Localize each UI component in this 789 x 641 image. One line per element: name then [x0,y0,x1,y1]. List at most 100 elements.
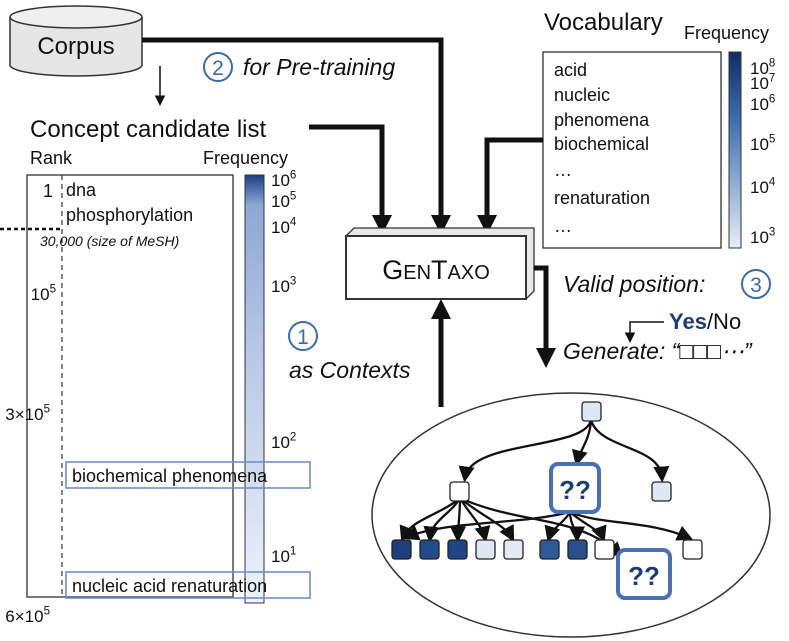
taxonomy-node [651,481,672,502]
candidate-frequency-tick-label: 101 [271,545,296,566]
corpus-node: Corpus [9,5,143,77]
yes-no-label: Yes/No [669,309,741,334]
highlight-term-biochemical-phenomena: biochemical phenomena [72,466,268,486]
vocabulary-tick-label: 104 [750,176,776,197]
generate-label: Generate: “□□□⋯” [563,338,753,364]
mesh-size-note: 30,000 (size of MeSH) [40,233,179,249]
step1-number: 1 [297,326,309,349]
vocabulary-item: acid [554,60,587,80]
taxonomy-node [475,539,496,560]
rank-ticks: 105 3×105 6×105 [5,283,56,626]
candidate-frequency-label: Frequency [203,148,288,168]
taxonomy-node [581,401,602,422]
step2-number: 2 [212,57,224,80]
rank-label: Rank [30,148,73,168]
step2-circle [203,52,233,82]
vocabulary-arrow [477,137,543,235]
candidate-list-title: Concept candidate list [30,116,266,143]
step2-text: for Pre-training [243,54,395,80]
first-rank-label: 1 [43,181,53,201]
candidate-list-panel: Concept candidate list Rank Frequency 1 … [0,116,311,626]
step3-number: 3 [750,274,762,297]
vocabulary-frequency-label: Frequency [684,23,769,43]
taxonomy-edge [449,497,467,543]
candidate-frequency-tick-label: 106 [271,169,296,190]
taxonomy-node [567,539,588,560]
vocabulary-panel: Vocabulary Frequency acid nucleic phenomen… [542,9,776,249]
candidate-frequency-tick-label: 103 [271,275,296,296]
candidate-frequency-tick-label: 102 [271,431,296,452]
step1-text: as Contexts [289,357,411,383]
candidate-list-box [26,174,234,598]
candidate-term-phosphorylation: phosphorylation [66,205,193,225]
rank-tick-label: 6×105 [5,605,50,626]
step3-label-group: Valid position: 3 Yes/No Generate: “□□□⋯… [563,269,771,364]
vocabulary-frequency-bar [728,51,742,249]
taxonomy-node [391,539,412,560]
taxonomy-edge [459,497,515,543]
taxonomy-nodes [391,401,703,560]
candidate-frequency-tick-label: 105 [271,190,296,211]
vocabulary-tick-label: 106 [750,93,775,114]
vocabulary-items: acid nucleic phenomena biochemical … renatura… [554,60,650,236]
vocabulary-item: nucleic [554,85,610,105]
taxonomy-edge [458,419,593,483]
step1-circle [288,321,318,351]
pretraining-arrow [142,37,451,235]
taxonomy-node [503,539,524,560]
rank-tick-label: 105 [31,283,56,304]
vocabulary-tick-label: 107 [750,72,775,93]
gentaxo-box [345,235,527,300]
taxonomy-edge [459,497,491,543]
unknown-position-box-bottom [616,548,672,600]
taxonomy-node [682,539,703,560]
vocabulary-tick-label: 105 [750,133,775,154]
taxonomy-node [594,539,615,560]
vocabulary-tick-label: 108 [750,57,775,78]
corpus-label: Corpus [37,33,114,60]
taxonomy-node [449,481,470,502]
taxonomy-edge [589,419,670,483]
rank-tick-label: 3×105 [5,403,50,424]
step3-circle [741,269,771,299]
vocabulary-box [542,51,722,249]
taxonomy-node [539,539,560,560]
gentaxo-to-taxonomy-arrow [534,265,556,368]
highlight-box-biochemical-phenomena [65,461,311,489]
taxonomy-edges [399,419,694,559]
vocabulary-item: biochemical [554,134,649,154]
highlight-box-nucleic-acid-renaturation [65,571,311,599]
yes-to-generate-arrow [624,321,664,343]
vocabulary-item: … [554,160,572,180]
taxonomy-edge [569,510,694,541]
vocabulary-title: Vocabulary [544,9,663,36]
gentaxo-node: GENTAXO [344,227,535,300]
unknown-position-label-middle: ?? [559,475,591,505]
taxonomy-edge [571,419,593,467]
highlight-term-nucleic-acid-renaturation: nucleic acid renaturation [72,576,267,596]
step3-question: Valid position: [563,271,705,297]
taxonomy-edge [568,511,586,543]
taxonomy-node [419,539,440,560]
candidate-list-arrow [309,124,392,235]
vocabulary-tick-label: 103 [750,226,775,247]
taxonomy-node [447,539,468,560]
taxonomy-edge [569,511,607,543]
unknown-position-label-bottom: ?? [628,561,660,591]
gentaxo-label: GENTAXO [382,255,490,285]
unknown-position-box-middle [549,462,601,514]
taxonomy-edge [423,497,461,543]
vocabulary-item: renaturation [554,188,650,208]
step2-label-group: 2 for Pre-training [203,52,395,82]
taxonomy-panel: ?? ?? [371,392,771,638]
vocabulary-item: phenomena [554,110,650,130]
candidate-frequency-bar [244,174,265,604]
candidate-frequency-tick-label: 104 [271,216,297,237]
taxonomy-edge [402,510,571,541]
vocabulary-item: … [554,216,572,236]
step1-label-group: 1 as Contexts [288,321,411,383]
candidate-term-dna: dna [66,180,97,200]
